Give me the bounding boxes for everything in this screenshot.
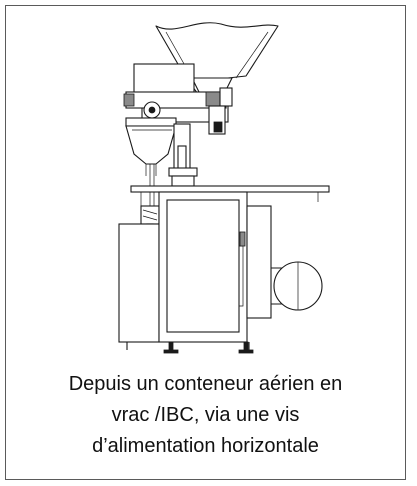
machine-illustration [6,6,404,368]
caption-line-2: vrac /IBC, via une vis [111,404,300,426]
product-caption: Depuis un conteneur aérien en vrac /IBC,… [6,369,405,462]
machine-cabinet [118,191,272,350]
product-card: Depuis un conteneur aérien en vrac /IBC,… [5,5,406,480]
conveyor-drum [271,261,323,311]
caption-line-1: Depuis un conteneur aérien en [68,373,343,395]
auger-filler [125,117,198,214]
caption-line-3: d’alimentation horizontale [92,435,319,457]
leveling-feet [163,341,254,354]
